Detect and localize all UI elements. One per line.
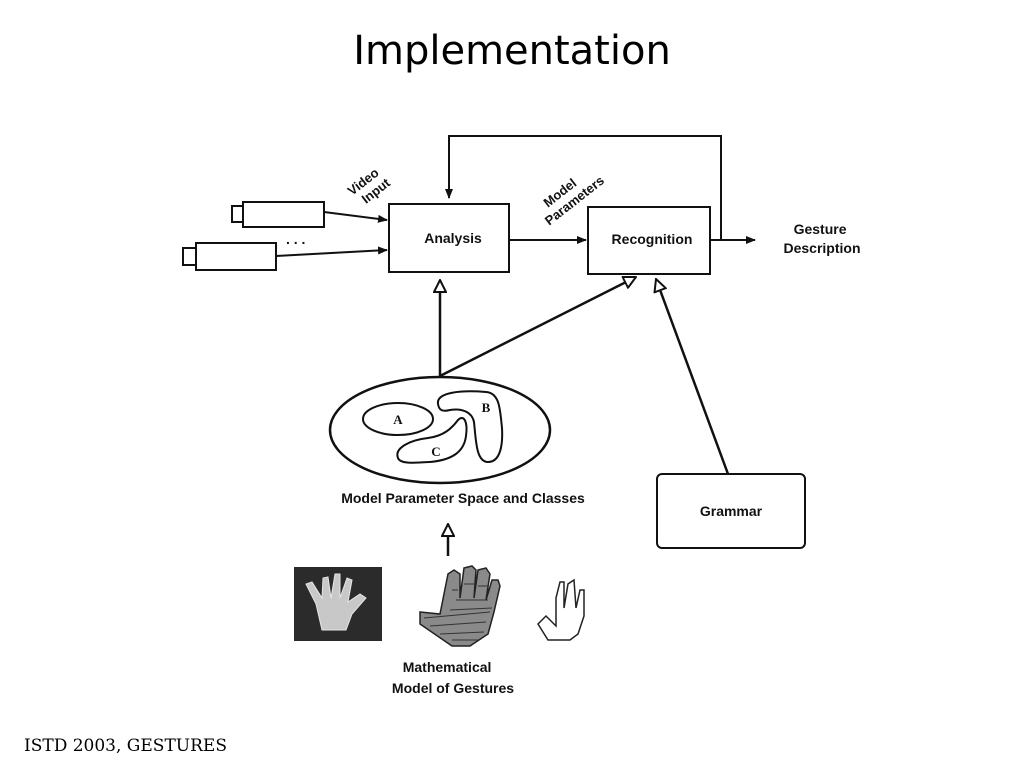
- feedback-arrow: [445, 135, 722, 240]
- camera-2-arrow: [275, 246, 388, 257]
- hand-mesh-model-icon: [419, 565, 501, 647]
- space-to-recognition-arrow: [439, 275, 636, 378]
- recognition-box: [587, 206, 711, 275]
- analysis-label: Analysis: [424, 230, 482, 246]
- class-c-region: [396, 417, 468, 464]
- grammar-label: Grammar: [700, 503, 763, 519]
- slide-title: Implementation: [353, 28, 671, 74]
- math-model-caption: Mathematical Model of Gestures: [392, 659, 514, 696]
- analysis-box: [388, 203, 510, 273]
- class-b-region: [437, 390, 504, 464]
- camera-1-arrow: [323, 211, 388, 223]
- class-b-label: B: [482, 400, 491, 415]
- recognition-label: Recognition: [612, 231, 693, 247]
- grammar-box: [656, 473, 806, 549]
- video-input-label: Video Input: [345, 163, 394, 211]
- class-a-label: A: [393, 412, 403, 427]
- hand-photo-icon: [294, 567, 382, 641]
- camera-ellipsis: . . .: [286, 231, 305, 247]
- parameter-space-ellipse: [328, 375, 552, 485]
- parameter-space-caption: Model Parameter Space and Classes: [341, 490, 585, 506]
- class-a-region: [362, 402, 434, 436]
- camera-1-icon: [231, 201, 325, 228]
- camera-2-icon: [182, 242, 277, 271]
- slide-footer: ISTD 2003, GESTURES: [24, 736, 227, 756]
- class-c-label: C: [431, 444, 440, 459]
- grammar-to-recognition-arrow: [656, 279, 730, 475]
- gesture-description-label: Gesture Description: [783, 221, 860, 256]
- hand-outline-icon: [537, 578, 585, 641]
